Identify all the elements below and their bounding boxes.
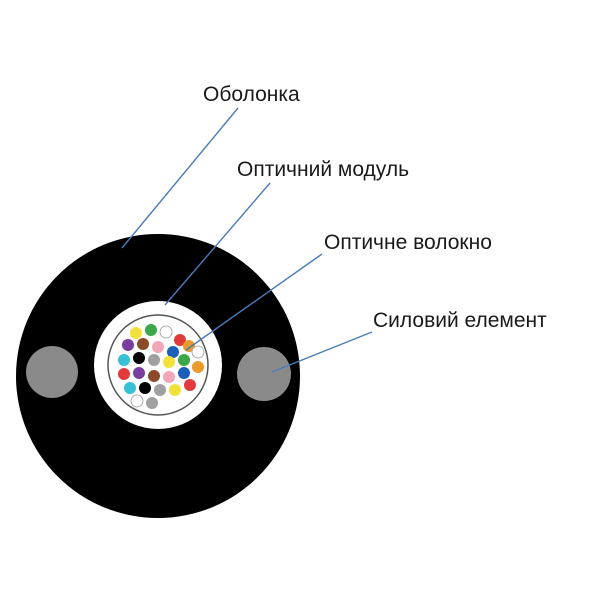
optical-fiber <box>169 384 181 396</box>
optical-fiber <box>133 367 145 379</box>
optical-fiber <box>124 382 136 394</box>
optical-fiber <box>159 325 173 339</box>
optical-fiber <box>133 352 145 364</box>
optical-fiber <box>118 368 130 380</box>
leader-line-strength-member <box>271 331 373 373</box>
optical-fiber <box>192 361 204 373</box>
optical-fiber <box>183 340 195 352</box>
label-strength-member: Силовий елемент <box>373 309 547 332</box>
leader-line-optical-fiber <box>185 253 323 351</box>
leader-line-sheath <box>121 107 239 249</box>
optical-fiber <box>146 397 158 409</box>
label-optical-fiber: Оптичне волокно <box>324 231 492 254</box>
optical-fiber <box>178 354 190 366</box>
optical-fiber <box>178 367 190 379</box>
optical-fiber <box>137 338 149 350</box>
optical-fiber <box>152 341 164 353</box>
optical-fiber <box>154 384 166 396</box>
label-sheath: Оболонка <box>203 83 300 106</box>
optical-fiber <box>184 379 196 391</box>
optical-fiber <box>139 382 151 394</box>
optical-fiber <box>145 324 157 336</box>
strength-member-right <box>237 347 291 401</box>
optical-fiber <box>163 371 175 383</box>
optical-fiber <box>130 394 144 408</box>
optical-fiber <box>163 356 175 368</box>
optical-fiber <box>174 334 186 346</box>
optical-fiber <box>130 327 142 339</box>
optical-fibers-group <box>118 324 205 409</box>
optical-fiber <box>167 346 179 358</box>
optical-fiber <box>191 345 205 359</box>
label-optical-module: Оптичний модуль <box>237 158 410 181</box>
optical-fiber <box>148 354 160 366</box>
optical-fiber <box>118 354 130 366</box>
optical-fiber <box>122 339 134 351</box>
leader-line-optical-module <box>164 182 271 306</box>
strength-member-left <box>26 346 78 398</box>
optical-fiber <box>148 370 160 382</box>
